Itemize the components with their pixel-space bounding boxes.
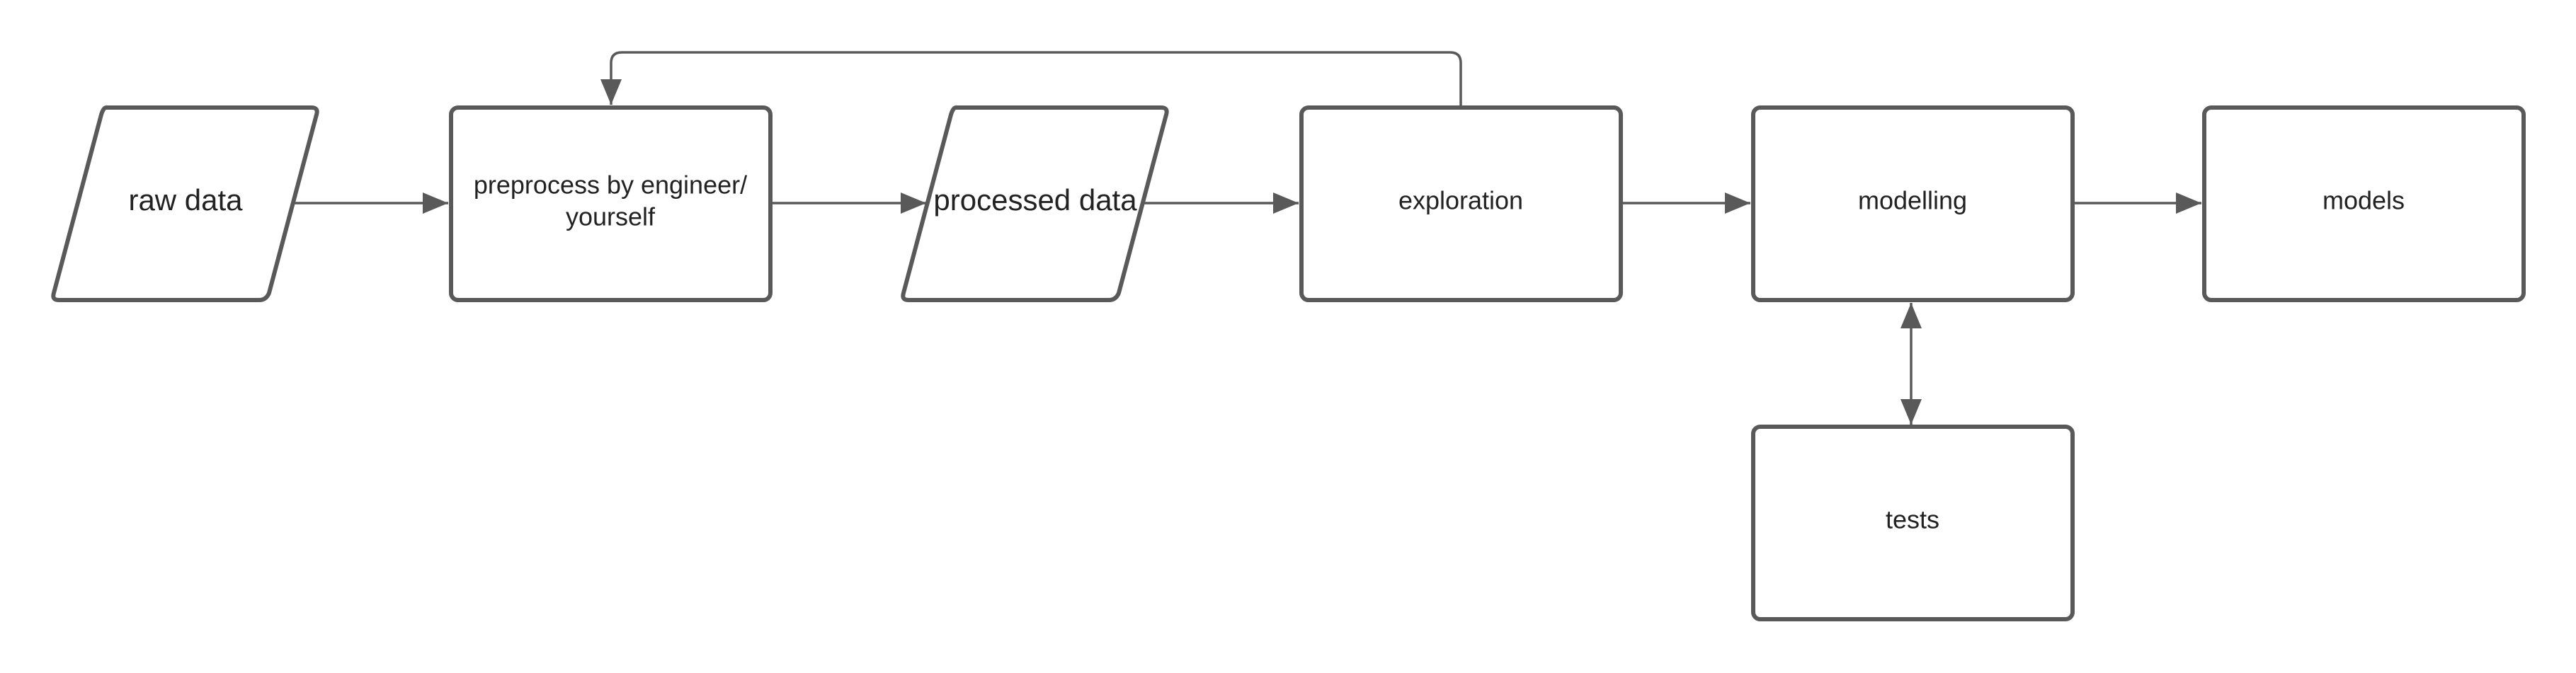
node-label: models	[2323, 186, 2405, 215]
rectangle-shape	[1299, 105, 1623, 302]
rectangle-shape	[2202, 105, 2526, 302]
node-processed-data[interactable]: processed data	[901, 105, 1169, 302]
edge-exploration-to-preprocess	[600, 51, 1462, 108]
rectangle-shape	[1751, 105, 2075, 302]
node-label: tests	[1886, 505, 1939, 534]
node-label: processed data	[933, 183, 1137, 217]
node-label-line-2: yourself	[566, 202, 656, 231]
node-preprocess[interactable]: preprocess by engineer/ yourself	[449, 105, 773, 302]
rectangle-shape	[1751, 425, 2075, 621]
parallelogram-shape	[51, 105, 319, 302]
node-label: raw data	[128, 183, 243, 217]
node-raw-data[interactable]: raw data	[51, 105, 319, 302]
parallelogram-shape	[901, 105, 1169, 302]
node-modelling[interactable]: modelling	[1751, 105, 2075, 302]
node-models[interactable]: models	[2202, 105, 2526, 302]
node-label: modelling	[1858, 186, 1967, 215]
node-tests[interactable]: tests	[1751, 425, 2075, 621]
edges	[293, 51, 2201, 425]
node-exploration[interactable]: exploration	[1299, 105, 1623, 302]
rectangle-shape	[449, 105, 773, 302]
node-label-line-1: preprocess by engineer/	[474, 171, 747, 200]
node-label: exploration	[1398, 186, 1523, 215]
